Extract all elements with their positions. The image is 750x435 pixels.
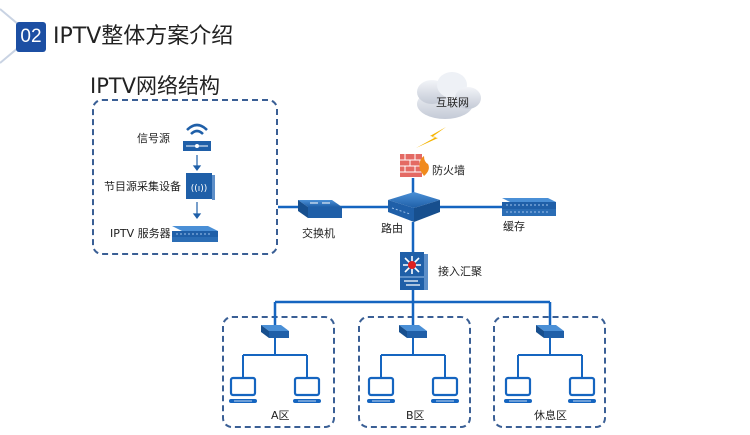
switch-icon xyxy=(298,200,342,218)
svg-text:((ı)): ((ı)) xyxy=(191,184,208,194)
zone-b-box xyxy=(358,316,471,428)
zone-a-label: A区 xyxy=(271,409,290,422)
zone-links xyxy=(380,338,446,378)
zone-switch-icon xyxy=(399,325,427,338)
firewall-label: 防火墙 xyxy=(432,164,465,177)
arrow-head-1 xyxy=(192,165,202,171)
aggregation-switch-icon xyxy=(400,252,428,290)
firewall-icon xyxy=(400,154,429,177)
zone-links xyxy=(242,338,308,378)
lightning-icon xyxy=(416,127,446,148)
pc-icon xyxy=(229,376,257,403)
page-title: IPTV整体方案介绍 xyxy=(53,24,234,49)
zone-rest-devices xyxy=(504,325,596,403)
capture-device-icon: ((ı)) xyxy=(186,173,215,200)
zone-switch-icon xyxy=(536,325,564,338)
cache-label: 缓存 xyxy=(503,220,525,233)
capture-device-label: 节目源采集设备 xyxy=(104,180,181,193)
iptv-server-label: IPTV 服务器 xyxy=(110,227,171,240)
source-group-box xyxy=(92,99,278,255)
pc-icon xyxy=(568,376,596,403)
signal-source-icon xyxy=(183,123,211,151)
aggregation-label: 接入汇聚 xyxy=(438,265,482,278)
zone-rest-label: 休息区 xyxy=(534,409,567,422)
pc-icon xyxy=(504,376,532,403)
switch-label: 交换机 xyxy=(302,227,335,240)
zone-links xyxy=(517,338,583,378)
zone-b-label: B区 xyxy=(406,409,425,422)
zone-switch-icon xyxy=(261,325,289,338)
pc-icon xyxy=(367,376,395,403)
signal-source-label: 信号源 xyxy=(137,132,170,145)
diagram-title: IPTV网络结构 xyxy=(90,74,221,98)
cache-icon xyxy=(502,198,556,216)
section-number-badge: 02 xyxy=(16,22,46,52)
zone-a-devices xyxy=(229,325,321,403)
connection-lines xyxy=(273,178,552,325)
zone-b-devices xyxy=(367,325,459,403)
iptv-server-icon xyxy=(172,226,218,242)
zone-a-box xyxy=(222,316,335,428)
router-label: 路由 xyxy=(381,222,403,235)
pc-icon xyxy=(431,376,459,403)
arrow-head-2 xyxy=(192,213,202,219)
router-icon xyxy=(388,192,440,222)
internet-cloud-icon xyxy=(417,72,481,119)
pc-icon xyxy=(293,376,321,403)
internet-label: 互联网 xyxy=(436,96,469,109)
